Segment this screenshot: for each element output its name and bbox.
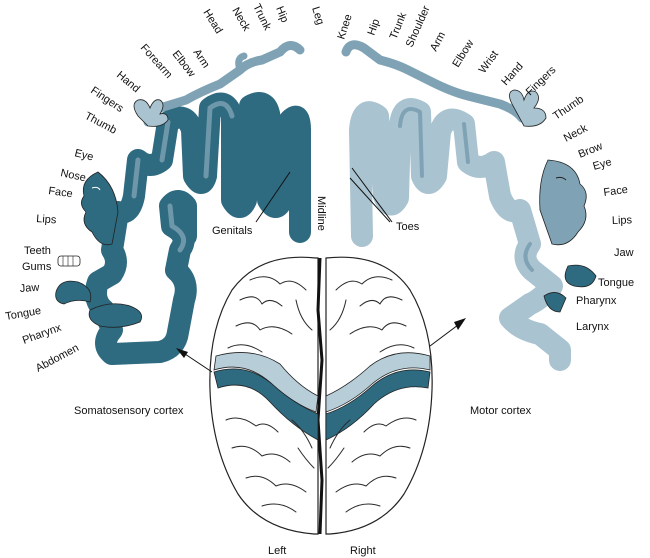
label-face-right: Face	[603, 184, 629, 199]
label-lips-right: Lips	[612, 214, 633, 227]
brain-top-view	[209, 256, 433, 535]
label-fingers-right: Fingers	[524, 64, 559, 98]
motor-strip	[349, 98, 571, 371]
label-fingers-left: Fingers	[88, 85, 126, 116]
label-somatosensory-cortex: Somatosensory cortex	[74, 405, 184, 417]
label-hand-right: Hand	[499, 60, 526, 88]
label-genitals: Genitals	[212, 225, 253, 237]
label-right: Right	[350, 545, 376, 557]
label-face-left: Face	[48, 185, 74, 200]
label-thumb-right: Thumb	[551, 93, 586, 122]
label-wrist: Wrist	[477, 49, 501, 76]
label-eye-left: Eye	[73, 147, 94, 163]
label-hand-left: Hand	[114, 69, 142, 95]
somatosensory-strip	[85, 92, 311, 365]
motor-homunculus	[341, 40, 597, 313]
somatosensory-homunculus	[55, 41, 305, 328]
label-hip-left: Hip	[273, 5, 290, 25]
label-lips-left: Lips	[36, 213, 57, 226]
label-elbow-right: Elbow	[450, 38, 476, 70]
label-neck-left: Neck	[229, 6, 252, 34]
label-jaw-left: Jaw	[19, 282, 39, 295]
label-thumb-left: Thumb	[83, 110, 119, 137]
label-pharynx-right: Pharynx	[576, 295, 617, 307]
right-motor-band	[325, 352, 431, 413]
label-hip-right: Hip	[366, 17, 383, 37]
label-nose: Nose	[59, 167, 87, 184]
label-midline: Midline	[315, 196, 327, 231]
left-sensory-band	[213, 368, 319, 441]
label-abdomen: Abdomen	[34, 342, 81, 375]
label-trunk-right: Trunk	[388, 10, 410, 41]
left-motor-band	[213, 352, 319, 413]
label-brow: Brow	[577, 140, 605, 161]
label-knee: Knee	[335, 13, 354, 41]
motor-inner	[398, 107, 534, 272]
label-eye-right: Eye	[592, 156, 614, 173]
label-gums: Gums	[22, 261, 52, 273]
label-jaw-right: Jaw	[614, 247, 634, 259]
label-motor-cortex: Motor cortex	[470, 405, 532, 417]
label-toes: Toes	[396, 221, 420, 233]
label-larynx: Larynx	[576, 321, 610, 333]
label-trunk-left: Trunk	[250, 2, 273, 33]
label-leg: Leg	[309, 5, 326, 26]
label-neck-right: Neck	[562, 122, 590, 145]
label-forearm: Forearm	[138, 42, 175, 81]
label-teeth: Teeth	[24, 245, 51, 257]
label-tongue-right: Tongue	[598, 277, 634, 289]
label-arm-right: Arm	[428, 30, 448, 53]
label-pharynx-left: Pharynx	[21, 322, 63, 347]
label-left: Left	[268, 545, 286, 557]
somatosensory-inner	[131, 101, 235, 253]
pointer-lines	[176, 167, 466, 373]
label-tongue-left: Tongue	[4, 305, 42, 323]
label-head: Head	[200, 7, 224, 36]
label-shoulder: Shoulder	[404, 4, 433, 49]
right-sensory-band	[325, 369, 431, 441]
